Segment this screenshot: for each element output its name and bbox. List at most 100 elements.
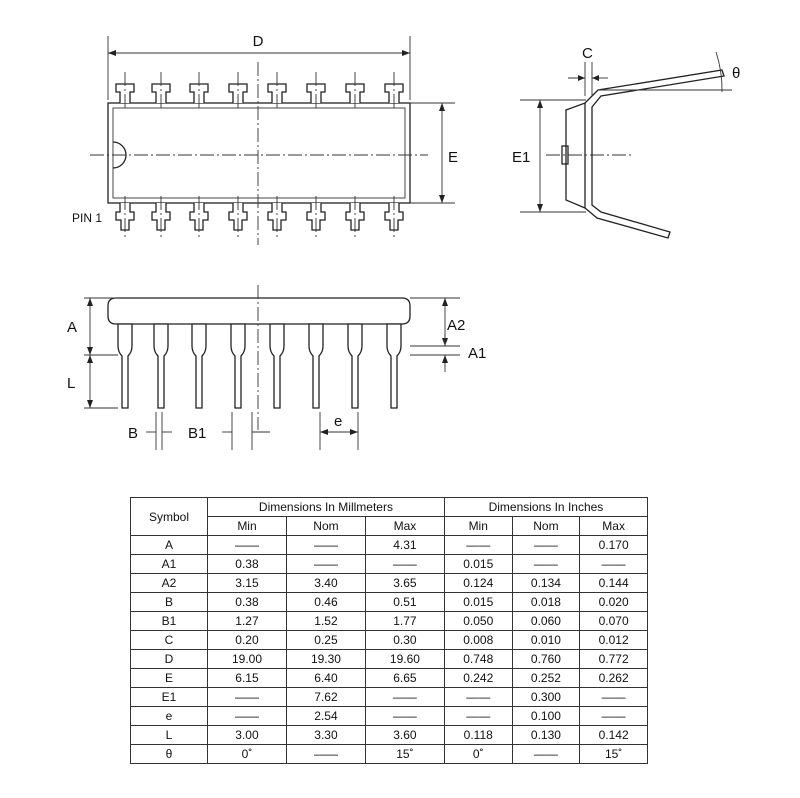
table-cell: 0.760 bbox=[511, 649, 581, 669]
table-row: A————4.31————0.170 bbox=[130, 535, 648, 555]
table-cell: —— bbox=[364, 706, 445, 726]
row-symbol: C bbox=[130, 630, 208, 650]
table-cell: 0.144 bbox=[579, 573, 648, 593]
label-C: C bbox=[582, 45, 593, 62]
top-pins-lower bbox=[115, 196, 404, 240]
row-symbol: E1 bbox=[130, 687, 208, 707]
table-cell: —— bbox=[579, 554, 648, 574]
table-cell: 3.30 bbox=[285, 725, 366, 745]
table-cell: 1.27 bbox=[207, 611, 287, 631]
end-lead bbox=[584, 69, 725, 239]
table-cell: 0.008 bbox=[443, 630, 513, 650]
table-cell: 1.52 bbox=[285, 611, 366, 631]
table-cell: 0.252 bbox=[511, 668, 581, 688]
table-cell: —— bbox=[207, 535, 287, 555]
table-cell: 3.15 bbox=[207, 573, 287, 593]
table-cell: 0.124 bbox=[443, 573, 513, 593]
pin1-label: PIN 1 bbox=[72, 211, 102, 225]
table-cell: 0.015 bbox=[443, 554, 513, 574]
table-cell: 0.170 bbox=[579, 535, 648, 555]
table-cell: —— bbox=[511, 554, 581, 574]
sub-header: Nom bbox=[511, 516, 581, 536]
sub-header: Min bbox=[443, 516, 513, 536]
top-view: D PIN 1 E bbox=[72, 33, 458, 245]
table-cell: 3.40 bbox=[285, 573, 366, 593]
top-body bbox=[107, 102, 411, 204]
mm-group-header: Dimensions In Millmeters bbox=[207, 497, 445, 517]
table-cell: —— bbox=[579, 687, 648, 707]
package-outline-drawing: D PIN 1 E E1 bbox=[67, 33, 740, 450]
lead bbox=[308, 323, 324, 409]
label-e: e bbox=[334, 413, 342, 430]
table-cell: —— bbox=[443, 535, 513, 555]
row-symbol: E bbox=[130, 668, 208, 688]
table-cell: —— bbox=[285, 554, 366, 574]
side-pins bbox=[117, 323, 402, 409]
table-cell: 6.40 bbox=[285, 668, 366, 688]
lead bbox=[153, 323, 169, 409]
label-L: L bbox=[67, 375, 75, 392]
table-cell: —— bbox=[443, 706, 513, 726]
table-cell: —— bbox=[207, 687, 287, 707]
table-cell: 0.020 bbox=[579, 592, 648, 612]
label-B: B bbox=[128, 425, 138, 442]
table-cell: 0.20 bbox=[207, 630, 287, 650]
symbol-header: Symbol bbox=[130, 497, 208, 536]
label-A: A bbox=[67, 319, 77, 336]
table-cell: 0.010 bbox=[511, 630, 581, 650]
lead bbox=[269, 323, 285, 409]
table-cell: 1.77 bbox=[364, 611, 445, 631]
sub-header: Max bbox=[364, 516, 445, 536]
label-A1: A1 bbox=[468, 345, 486, 362]
table-cell: 2.54 bbox=[285, 706, 366, 726]
table-cell: 0.070 bbox=[579, 611, 648, 631]
table-cell: 6.65 bbox=[364, 668, 445, 688]
table-cell: 0.38 bbox=[207, 554, 287, 574]
label-A2: A2 bbox=[447, 317, 465, 334]
table-cell: 0.134 bbox=[511, 573, 581, 593]
table-cell: 0.748 bbox=[443, 649, 513, 669]
table-cell: 15˚ bbox=[579, 744, 648, 764]
table-cell: —— bbox=[364, 687, 445, 707]
table-cell: 0.30 bbox=[364, 630, 445, 650]
table-cell: 3.60 bbox=[364, 725, 445, 745]
table-cell: —— bbox=[285, 535, 366, 555]
table-cell: 0.262 bbox=[579, 668, 648, 688]
table-cell: 7.62 bbox=[285, 687, 366, 707]
row-symbol: θ bbox=[130, 744, 208, 764]
lead bbox=[117, 323, 133, 409]
table-cell: 0.100 bbox=[511, 706, 581, 726]
top-pins-upper bbox=[115, 72, 404, 110]
dimensions-table: Symbol Dimensions In Millmeters Dimensio… bbox=[130, 497, 649, 764]
label-theta: θ bbox=[732, 65, 740, 82]
table-cell: 19.60 bbox=[364, 649, 445, 669]
table-cell: 0.015 bbox=[443, 592, 513, 612]
row-symbol: B1 bbox=[130, 611, 208, 631]
table-cell: 0.012 bbox=[579, 630, 648, 650]
lead bbox=[230, 323, 246, 409]
table-cell: —— bbox=[579, 706, 648, 726]
table-cell: 0.118 bbox=[443, 725, 513, 745]
label-D: D bbox=[253, 33, 264, 50]
table-cell: 0˚ bbox=[207, 744, 287, 764]
table-cell: —— bbox=[443, 687, 513, 707]
table-cell: 0.300 bbox=[511, 687, 581, 707]
row-symbol: B bbox=[130, 592, 208, 612]
table-cell: —— bbox=[364, 554, 445, 574]
row-symbol: A2 bbox=[130, 573, 208, 593]
row-symbol: e bbox=[130, 706, 208, 726]
table-cell: —— bbox=[285, 744, 366, 764]
row-symbol: A1 bbox=[130, 554, 208, 574]
end-body bbox=[565, 102, 586, 209]
sub-header: Nom bbox=[285, 516, 366, 536]
label-B1: B1 bbox=[188, 425, 206, 442]
table-cell: 6.15 bbox=[207, 668, 287, 688]
